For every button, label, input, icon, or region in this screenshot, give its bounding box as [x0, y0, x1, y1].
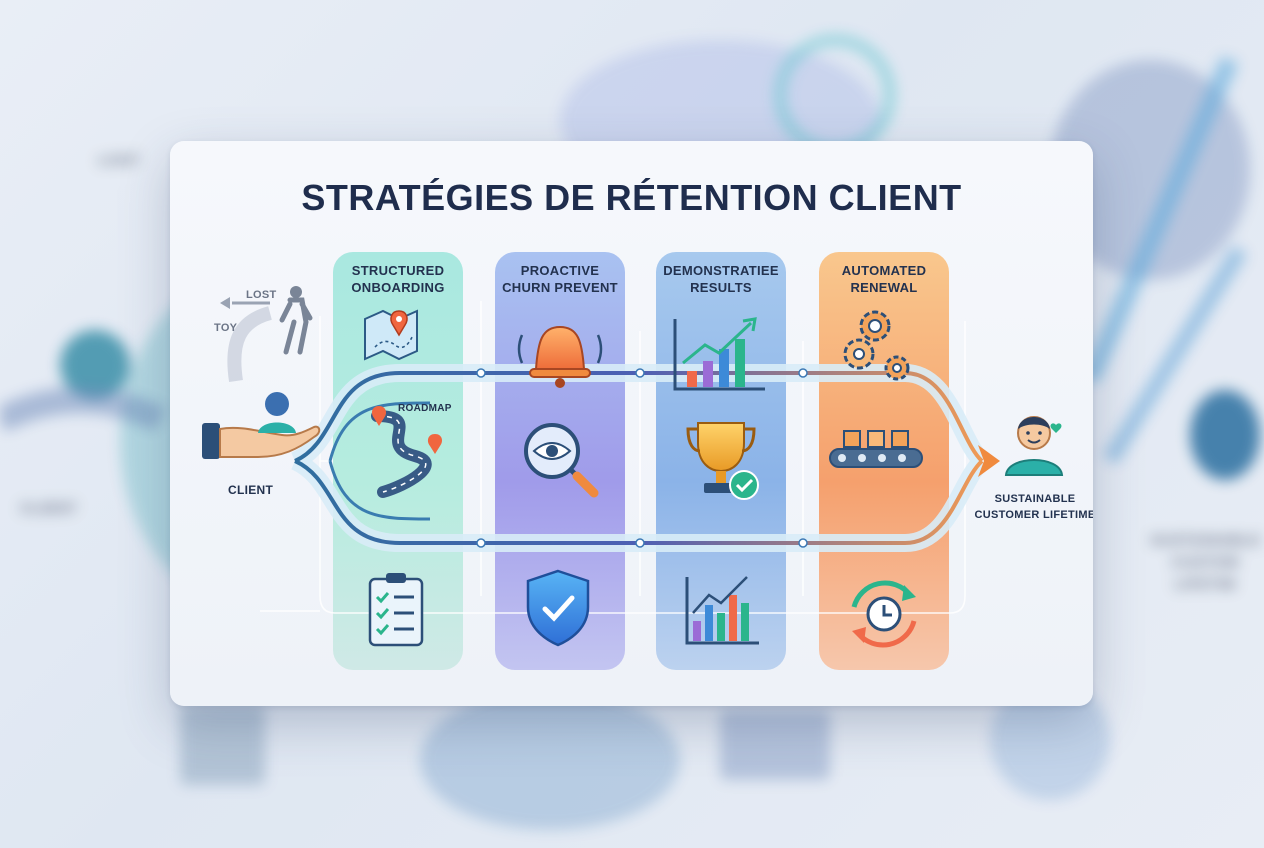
hand-client-icon — [202, 392, 321, 459]
bar-chart-icon — [685, 576, 759, 645]
happy-customer-icon — [1004, 416, 1064, 476]
growth-chart-icon — [673, 317, 765, 391]
magnifier-eye-icon — [524, 423, 599, 498]
sustainable-lifetime-label: Sustainable Customer Lifetime — [974, 493, 1093, 521]
flow-arrowhead — [978, 445, 1000, 477]
backdrop-label-lost: LOST — [98, 152, 140, 169]
main-flow-path — [290, 364, 989, 552]
gears-icon — [843, 310, 910, 381]
roadmap-label: ROADMAP — [398, 403, 452, 414]
roadmap-icon — [371, 406, 443, 498]
backdrop-label-sustainable: SUSTAINABLE CUSTOM LIFETIM — [1150, 532, 1262, 593]
backdrop-person-left — [60, 330, 130, 400]
bell-icon — [517, 325, 603, 388]
renewal-clock-icon — [851, 580, 917, 648]
flow-nodes — [476, 368, 808, 548]
column-2-label: Proactive Churn Prevent — [502, 263, 618, 295]
toy-label: TOY — [214, 322, 238, 334]
trophy-icon — [686, 422, 759, 500]
lost-label: LOST — [246, 289, 277, 301]
infographic-title: Stratégies de rétention client — [301, 177, 962, 218]
shield-check-icon — [526, 569, 590, 647]
backdrop-person-right — [1190, 390, 1260, 480]
column-3-label: Demonstratiee Results — [663, 263, 779, 295]
column-4-label: Automated Renewal — [841, 263, 927, 295]
client-label: CLIENT — [228, 483, 274, 497]
infographic-card: Stratégies de rétention client — [170, 141, 1093, 706]
checklist-icon — [368, 573, 424, 647]
map-pin-icon — [364, 309, 418, 361]
walking-person-icon — [279, 286, 313, 355]
column-1-label: Structured Onboarding — [351, 263, 445, 295]
toy-arrow — [227, 306, 273, 383]
flow-diagram — [202, 286, 1064, 648]
conveyor-icon — [829, 430, 923, 468]
backdrop-circle-bottom — [420, 690, 680, 830]
backdrop-label-client: CLIENT — [20, 500, 78, 517]
